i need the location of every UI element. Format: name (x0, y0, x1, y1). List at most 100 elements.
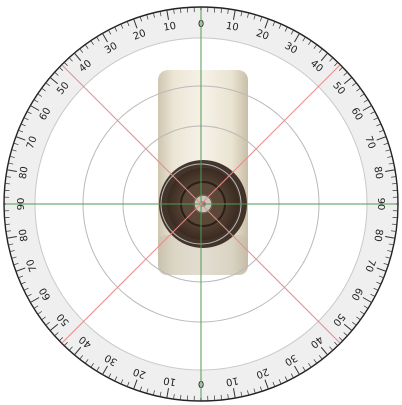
degree-tick (391, 183, 397, 185)
degree-tick (220, 394, 222, 400)
degree-tick (73, 346, 82, 356)
degree-tick (308, 40, 312, 46)
degree-tick (84, 359, 89, 364)
degree-tick (240, 11, 243, 17)
degree-tick (59, 337, 64, 342)
degree-tick (20, 123, 26, 127)
degree-tick (133, 18, 138, 29)
degree-tick (320, 52, 329, 62)
degree-tick (108, 29, 112, 35)
degree-tick (120, 379, 124, 385)
degree-tick (120, 23, 124, 29)
degree-tick (15, 267, 26, 272)
degree-ticks (4, 7, 398, 401)
degree-tick (284, 26, 288, 32)
degree-tick (247, 12, 249, 18)
degree-tick (272, 381, 276, 387)
degree-tick (318, 355, 323, 360)
degree-tick (220, 8, 222, 14)
degree-tick (343, 76, 353, 85)
degree-tick (11, 256, 17, 259)
degree-tick (108, 373, 112, 379)
degree-tick (9, 156, 15, 158)
degree-label: 80 (18, 228, 31, 242)
degree-tick (264, 379, 269, 390)
degree-tick (253, 388, 256, 394)
degree-tick (334, 62, 339, 67)
degree-label: 10 (163, 21, 177, 34)
degree-tick (343, 71, 348, 76)
degree-tick (387, 156, 393, 158)
cylinder-shadow (158, 235, 248, 275)
degree-tick (139, 16, 143, 22)
degree-tick (259, 16, 263, 22)
degree-tick (227, 8, 229, 14)
degree-tick (79, 355, 84, 360)
degree-tick (359, 93, 365, 97)
degree-tick (284, 376, 288, 382)
degree-tick (383, 262, 389, 266)
degree-tick (146, 14, 149, 20)
degree-tick (180, 8, 182, 14)
degree-tick (102, 365, 108, 375)
degree-label: 80 (371, 166, 384, 180)
degree-tick (362, 297, 372, 303)
degree-tick (343, 332, 348, 337)
degree-tick (5, 223, 11, 225)
degree-tick (391, 223, 397, 225)
degree-tick (11, 149, 17, 152)
degree-tick (126, 21, 130, 27)
degree-tick (232, 9, 236, 20)
degree-tick (54, 71, 59, 76)
degree-tick (352, 82, 357, 87)
degree-tick (247, 390, 249, 396)
degree-tick (68, 346, 73, 351)
degree-tick (334, 341, 339, 346)
degree-tick (240, 391, 243, 397)
degree-tick (153, 12, 155, 18)
degree-tick (102, 33, 108, 43)
degree-label: 10 (225, 374, 239, 387)
degree-tick (133, 379, 138, 390)
degree-tick (45, 82, 50, 87)
degree-tick (329, 346, 334, 351)
degree-tick (294, 365, 300, 375)
degree-tick (126, 381, 130, 387)
degree-tick (278, 379, 282, 385)
degree-tick (9, 250, 15, 252)
degree-tick (383, 142, 389, 146)
degree-tick (153, 390, 155, 396)
degree-tick (23, 287, 29, 291)
degree-tick (30, 297, 40, 303)
degree-tick (385, 235, 396, 239)
degree-tick (388, 243, 394, 246)
degree-label: 70 (362, 135, 377, 151)
degree-tick (302, 366, 306, 372)
degree-tick (227, 394, 229, 400)
degree-tick (63, 341, 68, 346)
degree-tick (49, 323, 59, 332)
degree-tick (139, 386, 143, 392)
degree-tick (114, 376, 118, 382)
degree-tick (318, 48, 323, 53)
degree-tick (232, 388, 236, 399)
degree-tick (294, 33, 300, 43)
degree-tick (391, 230, 397, 232)
degree-label: 20 (255, 28, 271, 43)
degree-tick (173, 8, 175, 14)
degree-tick (180, 394, 182, 400)
degree-tick (49, 76, 59, 85)
degree-tick (338, 337, 343, 342)
degree-tick (90, 362, 94, 368)
degree-label: 70 (25, 258, 40, 274)
degree-tick (73, 52, 82, 62)
degree-label: 80 (18, 166, 31, 180)
degree-tick (373, 117, 379, 121)
degree-tick (68, 57, 73, 62)
degree-tick (20, 281, 26, 285)
degree-tick (13, 262, 19, 266)
degree-tick (6, 235, 17, 239)
degree-tick (370, 111, 376, 115)
degree-label: 20 (132, 365, 148, 380)
